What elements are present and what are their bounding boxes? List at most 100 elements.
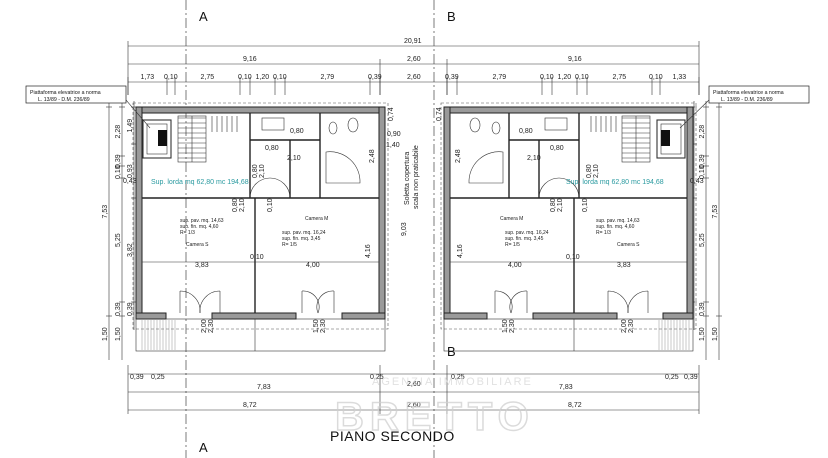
left-bath-3: 0,80 <box>265 145 279 152</box>
left-camera-m-info2: sup. fin. mq. 3,45 <box>282 236 321 242</box>
left-unit-east-wall <box>378 106 386 320</box>
dim-row2-mid: 2,60 <box>407 56 421 63</box>
right-camera-s-info3: R= 1/3 <box>596 230 611 236</box>
left-bath-8: 2,48 <box>369 149 376 163</box>
left-dims-mid-5: 0,39 <box>115 302 122 316</box>
dim-row3-left-5: 1,20 <box>256 74 270 81</box>
bottom-row1-left-3: 0,25 <box>370 374 384 381</box>
dim-row2-left: 9,16 <box>243 56 257 63</box>
dim-row3-left-1: 1,73 <box>141 74 155 81</box>
right-unit: Piattaforma elevatrice a norma L. 13/89 … <box>436 85 810 352</box>
right-bath-1: 0,80 <box>519 128 533 135</box>
right-window-2: 2,30 <box>509 319 516 333</box>
left-door-mark-2: 2,10 <box>259 164 266 178</box>
right-camera-s-width: 3,83 <box>617 262 631 269</box>
right-door-mark-3: 0,80 <box>550 198 557 212</box>
dim-row3-right-2: 2,79 <box>493 74 507 81</box>
left-window-1: 2,00 <box>201 319 208 333</box>
left-dimensions: 7,531,502,280,390,105,250,391,501,490,93… <box>102 101 137 360</box>
left-lift-note-2: L. 13/89 - D.M. 236/89 <box>38 97 90 103</box>
left-door-mark-3: 0,80 <box>232 198 239 212</box>
bottom-row3-mid: 2,60 <box>407 402 421 409</box>
left-unit: Piattaforma elevatrice a norma L. 13/89 … <box>25 85 401 352</box>
bottom-row2-right: 7,83 <box>559 384 573 391</box>
left-door-mark-4: 2,10 <box>239 198 246 212</box>
left-dims-inner-4: 0,39 <box>127 302 134 316</box>
left-camera-m-name: Camera M <box>305 216 328 222</box>
left-dims-mid-6: 1,50 <box>115 327 122 341</box>
right-bath-8: 2,48 <box>455 149 462 163</box>
right-lift-note-1: Piattaforma elevatrice a norma <box>713 90 784 96</box>
right-dims-mid-1: 2,28 <box>699 125 706 139</box>
right-dims-mid-4: 5,25 <box>699 233 706 247</box>
bottom-row1-left-1: 0,39 <box>130 374 144 381</box>
right-lift-note-2: L. 13/89 - D.M. 236/89 <box>721 97 773 103</box>
left-dims-outer-1: 7,53 <box>102 205 109 219</box>
left-lift-note-1: Piattaforma elevatrice a norma <box>30 90 101 96</box>
bottom-row1-left-2: 0,25 <box>151 374 165 381</box>
dim-row3-left-7: 2,79 <box>321 74 335 81</box>
right-unit-east-wall <box>686 106 694 320</box>
right-dims-mid-6: 1,50 <box>699 327 706 341</box>
bottom-row1-right-2: 0,25 <box>665 374 679 381</box>
right-camera-m-info2: sup. fin. mq. 3,45 <box>505 236 544 242</box>
right-dims-outer-1: 7,53 <box>712 205 719 219</box>
left-bath-7: 0,74 <box>388 107 395 121</box>
central-dim: 9,03 <box>401 222 408 236</box>
right-door-mark-2: 2,10 <box>593 164 600 178</box>
left-camera-m-info3: R= 1/5 <box>282 242 297 248</box>
right-bath-2: 2,10 <box>527 155 541 162</box>
left-camera-s-info1: sup. pav. mq. 14,63 <box>180 218 224 224</box>
dim-row3-left-6: 0,10 <box>273 74 287 81</box>
watermark: AGENZIA IMMOBILIARE BRETTO <box>334 376 535 440</box>
left-window-2: 2,30 <box>208 319 215 333</box>
right-camera-s-name: Camera S <box>617 242 640 248</box>
left-bath-5: 0,90 <box>387 131 401 138</box>
left-dims-mid-2: 0,39 <box>115 154 122 168</box>
right-dims-outer-2: 1,50 <box>712 327 719 341</box>
bottom-row1-right-1: 0,25 <box>451 374 465 381</box>
left-camera-s-width: 3,83 <box>195 262 209 269</box>
drawing-title: PIANO SECONDO <box>330 428 455 444</box>
left-camera-s-info2: sup. fin. mq. 4,60 <box>180 224 219 230</box>
left-unit-top-wall <box>135 106 386 114</box>
dim-row3-right-8: 1,33 <box>673 74 687 81</box>
right-door-mark-5: 0,10 <box>566 254 580 261</box>
bottom-dimensions: 0,39 0,25 0,25 2,60 0,25 0,25 0,39 7,83 … <box>127 365 700 414</box>
right-window-3: 2,00 <box>621 319 628 333</box>
section-mark-b-mid: B <box>447 344 456 359</box>
section-mark-a-top: A <box>199 9 208 24</box>
left-window-4: 2,30 <box>320 319 327 333</box>
right-bath-7: 0,74 <box>436 107 443 121</box>
dim-row3-right-4: 1,20 <box>558 74 572 81</box>
left-side-dim-1: 0,43 <box>123 178 137 185</box>
left-dims-inner-2: 0,93 <box>127 164 134 178</box>
watermark-line2: BRETTO <box>335 395 535 439</box>
right-unit-west-wall <box>443 106 451 320</box>
dim-row3-mid: 2,60 <box>407 74 421 81</box>
right-dims-mid-3: 0,10 <box>699 165 706 179</box>
left-camera-m-width: 4,00 <box>306 262 320 269</box>
left-bath-6: 1,40 <box>386 142 400 149</box>
right-camera-m-height: 4,16 <box>457 244 464 258</box>
dim-row3-left-4: 0,10 <box>238 74 252 81</box>
right-window-4: 2,30 <box>628 319 635 333</box>
dim-row2-right: 9,16 <box>568 56 582 63</box>
right-camera-s-info2: sup. fin. mq. 4,60 <box>596 224 635 230</box>
left-door-mark-5: 0,10 <box>250 254 264 261</box>
right-camera-m-info1: sup. pav. mq. 16,24 <box>505 230 549 236</box>
right-door-mark-1: 0,80 <box>586 164 593 178</box>
left-surface-label: Sup. lorda mq 62,80 mc 194,68 <box>151 179 249 186</box>
central-label-line1: Soletta copertura <box>404 152 411 205</box>
right-door-mark-6: 0,10 <box>582 198 589 212</box>
right-window-1: 1,50 <box>502 319 509 333</box>
left-dims-mid-3: 0,10 <box>115 165 122 179</box>
right-dims-mid-2: 0,39 <box>699 154 706 168</box>
left-camera-s-name: Camera S <box>186 242 209 248</box>
bottom-row1-right-3: 0,39 <box>684 374 698 381</box>
dim-total-width: 20,91 <box>404 38 422 45</box>
left-dims-inner-1: 1,49 <box>127 119 134 133</box>
bottom-row3-right: 8,72 <box>568 402 582 409</box>
